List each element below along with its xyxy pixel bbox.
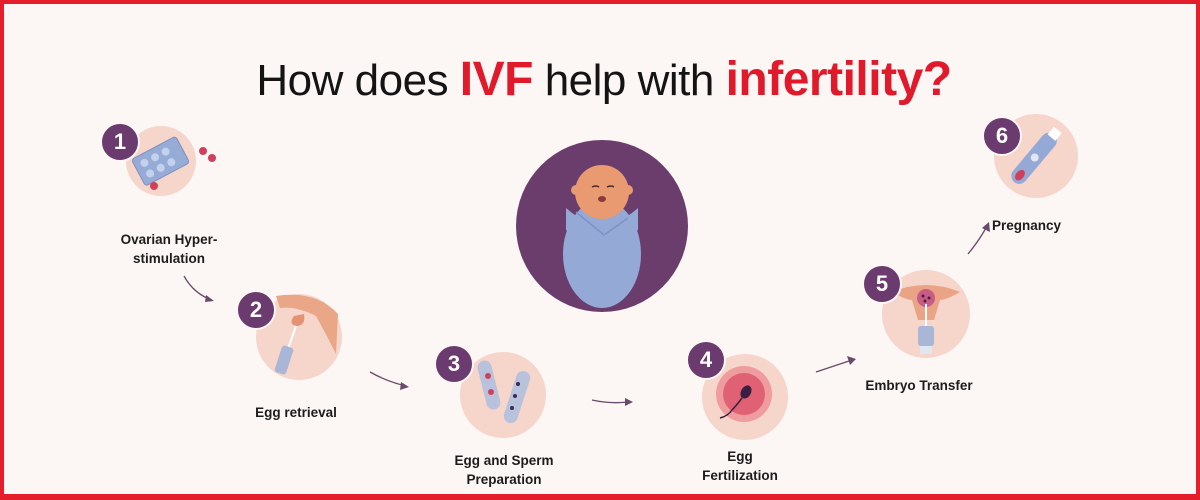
- step-label: Egg Fertilization: [702, 449, 778, 483]
- uterus-transfer-icon: [882, 270, 970, 358]
- step-label: Egg retrieval: [255, 405, 337, 420]
- step-number-badge: 5: [862, 264, 902, 304]
- step-label: Egg and Sperm Preparation: [454, 453, 554, 487]
- step-label: Pregnancy: [992, 218, 1062, 233]
- arrow-icon: [815, 356, 856, 373]
- arrow-icon: [591, 398, 633, 406]
- arrow-icon: [369, 371, 409, 390]
- step-number-badge: 3: [434, 344, 474, 384]
- pill-blister-pack-icon: [126, 126, 216, 196]
- title-highlight-ivf: IVF: [459, 53, 534, 106]
- step-number-badge: 4: [686, 340, 726, 380]
- arrow-icon: [967, 222, 990, 255]
- step-number-badge: 6: [982, 116, 1022, 156]
- title-highlight-infertility: infertility?: [725, 53, 953, 106]
- step-label: Ovarian Hyper- stimulation: [120, 232, 218, 266]
- infographic-frame: How does IVF help with infertility?: [4, 4, 1196, 494]
- arrow-icon: [183, 275, 214, 302]
- swaddled-baby-icon: [516, 140, 688, 312]
- step-label: Embryo Transfer: [865, 378, 973, 393]
- step-number-badge: 1: [100, 122, 140, 162]
- test-tubes-icon: [460, 352, 546, 438]
- page-title: How does IVF help with infertility?: [256, 53, 953, 106]
- step-number-badge: 2: [236, 290, 276, 330]
